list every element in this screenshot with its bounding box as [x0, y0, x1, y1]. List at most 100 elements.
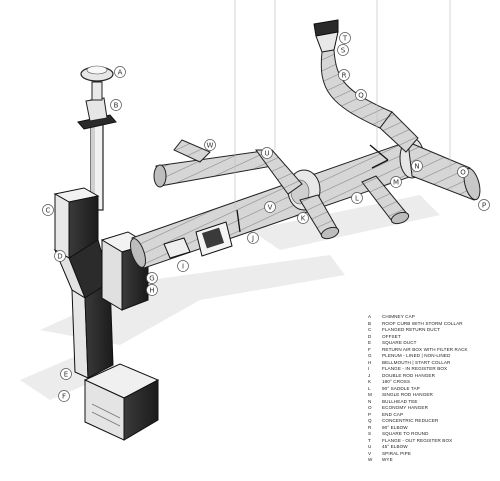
legend-row: G PLENUM - LINED | NON-LINED: [368, 353, 498, 360]
legend-description: 90° SADDLE TAP: [382, 385, 420, 391]
callout-p: P: [482, 201, 486, 209]
legend-description: 45° ELBOW: [382, 444, 408, 449]
legend-description: BELLMOUTH | START COLLAR: [382, 359, 451, 365]
callout-g: G: [149, 274, 154, 282]
legend-letter: B: [368, 320, 372, 326]
callout-t: T: [342, 34, 348, 42]
callout-m-circle: [390, 176, 402, 188]
callout-l-circle: [351, 192, 363, 204]
callout-v-circle: [264, 201, 276, 213]
callout-v: V: [268, 203, 273, 211]
callout-f: F: [62, 392, 66, 400]
legend-letter: K: [368, 379, 372, 384]
legend-letter: Q: [368, 418, 372, 423]
legend-row: Q CONCENTRIC REDUCER: [368, 418, 498, 425]
legend-row: T FLANGE - OUT REGISTER BOX: [368, 438, 498, 445]
hanger-rods: [234, 0, 451, 208]
callout-f-circle: [58, 390, 70, 402]
legend-description: FLANGE - IN REGISTER BOX: [382, 366, 448, 371]
legend-description: WYE: [382, 457, 393, 462]
callout-q-circle: [355, 89, 367, 101]
callout-a-circle: [114, 66, 126, 78]
callout-i: I: [182, 262, 184, 270]
callout-i-circle: [177, 260, 189, 272]
legend-description: ROOF CURB WITH STORM COLLAR: [382, 320, 463, 326]
upper-right-riser: [313, 19, 419, 153]
legend-description: CONCENTRIC REDUCER: [382, 418, 439, 423]
legend-letter: H: [368, 359, 372, 365]
upper-left-branch: [153, 139, 303, 195]
legend-description: PLENUM - LINED | NON-LINED: [382, 353, 451, 358]
callout-e-circle: [60, 368, 72, 380]
callout-h-circle: [146, 284, 158, 296]
legend-row: J DOUBLE ROD HANGER: [368, 373, 498, 380]
callout-o-circle: [457, 166, 469, 178]
legend-description: FLANGE - OUT REGISTER BOX: [382, 437, 453, 443]
legend-row: U 45° ELBOW: [368, 444, 498, 451]
callout-t-circle: [339, 32, 351, 44]
legend-description: SPIRAL PIPE: [382, 450, 412, 456]
legend-row: N BULLHEAD TEE: [368, 399, 498, 406]
callout-q: Q: [358, 91, 364, 99]
legend-row: C FLANGED RETURN DUCT: [368, 327, 498, 334]
legend-letter: I: [368, 366, 370, 371]
legend-letter: V: [368, 450, 372, 456]
callout-n-circle: [411, 160, 423, 172]
legend-letter: D: [368, 333, 372, 339]
callout-w: W: [207, 141, 214, 149]
callout-l: L: [355, 194, 359, 202]
callout-m: M: [393, 178, 399, 186]
callout-r: R: [342, 71, 347, 79]
legend-letter: P: [368, 411, 372, 417]
legend-letter: F: [368, 346, 371, 352]
callout-b-circle: [110, 99, 122, 111]
legend-letter: C: [368, 327, 372, 332]
callout-o: O: [460, 168, 466, 176]
legend-description: FLANGED RETURN DUCT: [382, 327, 441, 332]
legend-description: 180° CROSS: [382, 379, 411, 384]
callout-h: H: [149, 286, 154, 294]
legend-letter: J: [368, 372, 371, 378]
callout-k: K: [301, 214, 306, 222]
legend-letter: E: [368, 340, 372, 345]
callout-u: U: [264, 149, 269, 157]
legend-letter: L: [368, 385, 371, 391]
legend-row: V SPIRAL PIPE: [368, 451, 498, 458]
legend-description: ECONOMY HANGER: [382, 405, 428, 410]
callout-r-circle: [338, 69, 350, 81]
legend-row: B ROOF CURB WITH STORM COLLAR: [368, 321, 498, 328]
chimney-assembly: [77, 65, 117, 211]
callout-d-circle: [54, 250, 66, 262]
legend-letter: T: [368, 437, 371, 443]
callout-w-circle: [204, 139, 216, 151]
legend-letter: R: [368, 424, 372, 430]
legend-row: K 180° CROSS: [368, 379, 498, 386]
legend-letter: N: [368, 398, 372, 404]
legend-letter: W: [368, 457, 373, 462]
callout-k-circle: [297, 212, 309, 224]
legend-letter: U: [368, 444, 372, 449]
legend-row: F RETURN AIR BOX WITH FILTER RACK: [368, 347, 498, 354]
legend-letter: M: [368, 392, 372, 397]
callout-e: E: [64, 370, 68, 378]
legend-description: DOUBLE ROD HANGER: [382, 372, 436, 378]
legend-row: L 90° SADDLE TAP: [368, 386, 498, 393]
legend-row: M SINGLE ROD HANGER: [368, 392, 498, 399]
legend-description: CHIMNEY CAP: [382, 314, 415, 319]
legend-letter: G: [368, 353, 372, 358]
legend-description: SINGLE ROD HANGER: [382, 392, 433, 397]
legend-row: I FLANGE - IN REGISTER BOX: [368, 366, 498, 373]
callout-j: J: [251, 234, 254, 242]
legend-description: RETURN AIR BOX WITH FILTER RACK: [382, 346, 468, 352]
callout-u-circle: [261, 147, 273, 159]
callout-s: S: [341, 46, 346, 54]
callout-c: C: [46, 206, 51, 214]
legend-description: OFFSET: [382, 333, 401, 339]
legend-description: BULLHEAD TEE: [382, 398, 418, 404]
